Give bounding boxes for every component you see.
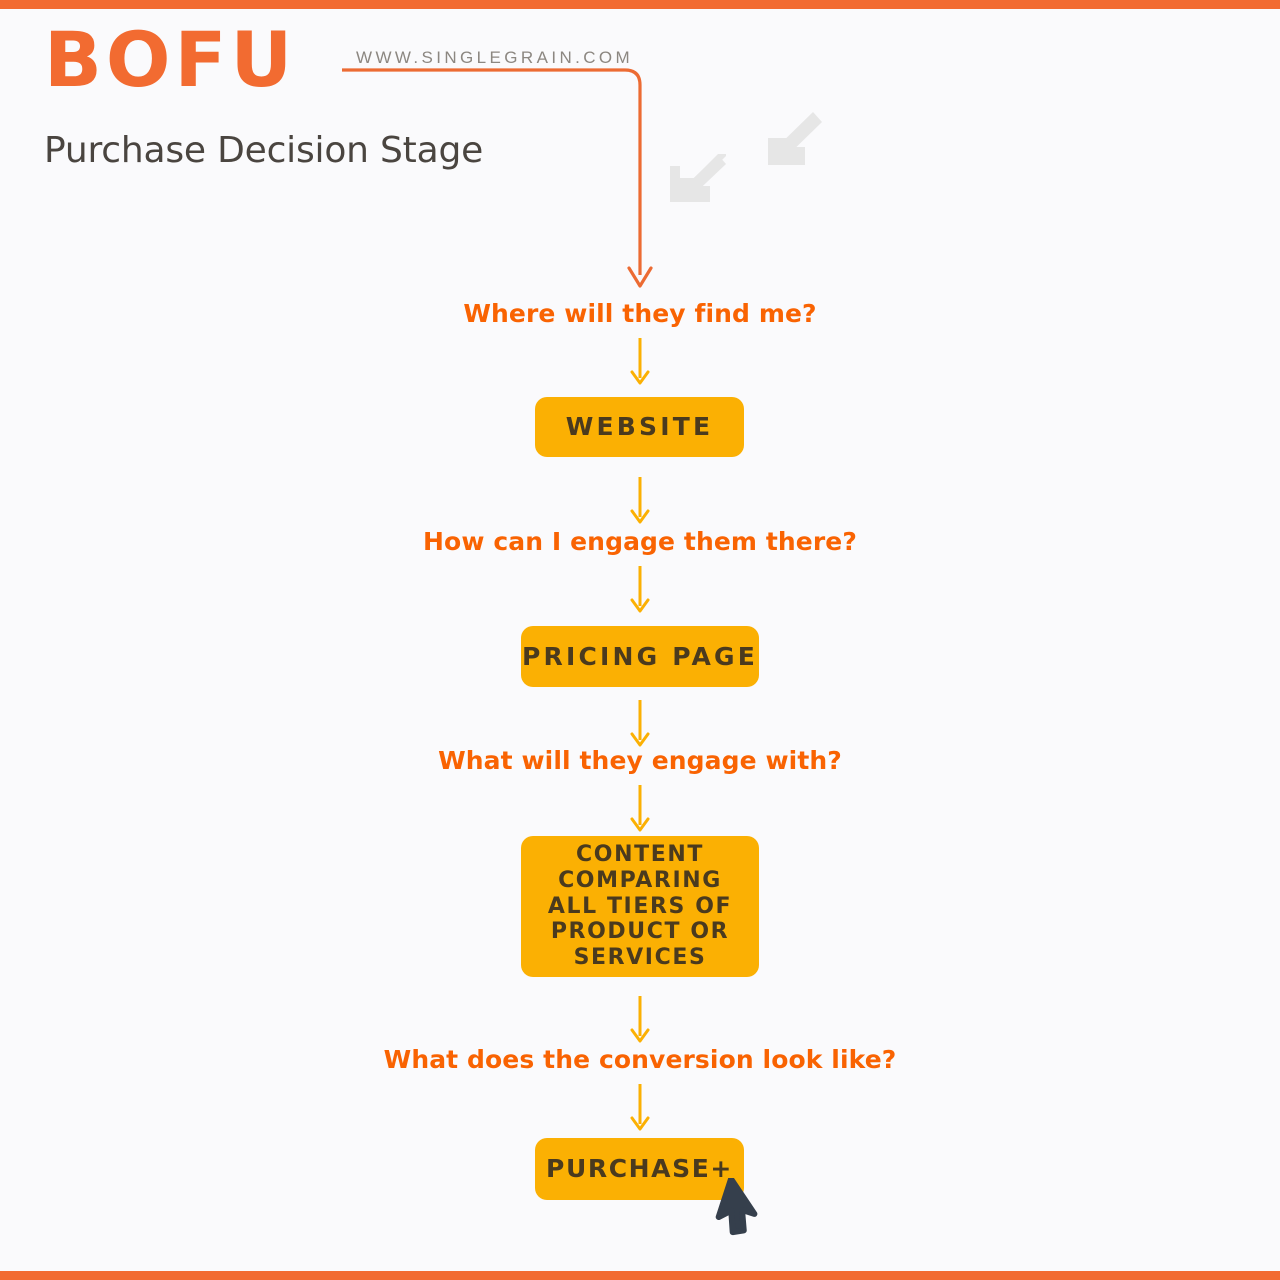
flow-question-1: Where will they find me?: [463, 299, 817, 328]
page-title: BOFU: [44, 15, 297, 104]
flow-node-label: PRICING PAGE: [521, 641, 759, 671]
flow-node-label-line: CONTENT: [576, 841, 704, 867]
flow-node-label-line: ALL TIERS OF: [547, 893, 733, 919]
arrow-down-left-icon: [768, 112, 822, 165]
flow-node-purchase[interactable]: PURCHASE+: [535, 1138, 744, 1200]
arrow-down-icon: [0, 338, 1280, 386]
flow-node-label-line: COMPARING: [558, 867, 722, 893]
flow-node-content-comparison[interactable]: CONTENT COMPARING ALL TIERS OF PRODUCT O…: [521, 836, 759, 977]
flow-question-2: How can I engage them there?: [423, 527, 857, 556]
page-subtitle: Purchase Decision Stage: [44, 130, 484, 171]
arrow-down-icon: [0, 566, 1280, 614]
top-accent-bar: [0, 0, 1280, 9]
flow-node-pricing-page[interactable]: PRICING PAGE: [521, 626, 759, 687]
arrow-down-icon: [0, 996, 1280, 1044]
flow-question-3: What will they engage with?: [438, 746, 842, 775]
elbow-connector-icon: [342, 68, 653, 288]
flow-node-website[interactable]: WEBSITE: [535, 397, 744, 457]
flow-node-label: WEBSITE: [565, 412, 714, 442]
flow-node-label: PURCHASE+: [546, 1154, 733, 1184]
arrow-down-left-icon: [670, 154, 726, 202]
arrow-down-icon: [0, 477, 1280, 525]
arrow-down-icon: [0, 700, 1280, 748]
flow-question-4: What does the conversion look like?: [383, 1045, 897, 1074]
arrow-down-icon: [0, 785, 1280, 833]
flow-node-label-line: SERVICES: [573, 945, 707, 971]
arrow-down-icon: [0, 1084, 1280, 1132]
bottom-accent-bar: [0, 1271, 1280, 1280]
site-url: WWW.SINGLEGRAIN.COM: [356, 48, 634, 67]
flow-node-label-line: PRODUCT OR: [550, 919, 730, 945]
mouse-pointer-icon: [715, 1178, 758, 1236]
